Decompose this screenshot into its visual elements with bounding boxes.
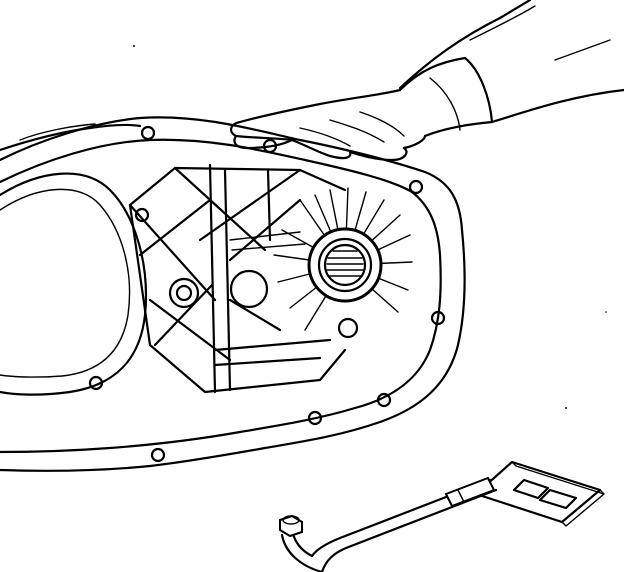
hand-back <box>230 88 402 138</box>
left-bore-opening <box>0 172 147 396</box>
bolt-hole <box>307 410 323 426</box>
boss-hole-right <box>337 317 359 339</box>
rib-lower-bar <box>213 338 332 352</box>
tool-plate-edge <box>511 461 605 527</box>
left-hand-outline <box>0 123 142 152</box>
bolt-hole <box>376 392 392 408</box>
service-tool <box>279 460 605 572</box>
boss-hole-center <box>229 269 269 309</box>
tool-shaft-top <box>310 478 492 558</box>
rib-vertical-2 <box>223 168 232 392</box>
boss-hole-left-inner <box>175 284 193 302</box>
bolt-hole <box>88 375 104 391</box>
rib-vertical-3 <box>266 168 272 242</box>
rib-diagonal-7 <box>228 198 302 262</box>
thumb <box>233 134 294 150</box>
rib-webbing <box>128 163 347 394</box>
knuckle-lines <box>299 111 405 147</box>
rib-diagonal-2 <box>138 198 212 257</box>
bolt-hole <box>150 447 166 463</box>
rib-diagonal-6 <box>198 168 302 242</box>
tool-plate-window-2 <box>538 488 578 510</box>
left-bore-lip <box>0 188 131 378</box>
boss-hole-left <box>168 277 200 309</box>
left-hand-edge <box>0 123 142 152</box>
tool-nut-top <box>282 515 300 525</box>
finger-3 <box>348 146 408 162</box>
scan-specks <box>133 45 607 409</box>
tool-grip <box>444 476 496 508</box>
rib-holes <box>168 269 359 339</box>
sleeve-edge-top <box>398 0 532 90</box>
left-hand-finger <box>19 123 96 141</box>
bolt-hole <box>134 207 150 223</box>
tool-shaft-bottom <box>320 488 498 572</box>
sleeve-fold-2 <box>554 39 611 61</box>
rib-lower-bar-2 <box>213 356 322 367</box>
rib-diagonal-8 <box>228 298 282 332</box>
finger-2 <box>290 138 352 160</box>
crankcase-cover <box>0 116 466 472</box>
bearing-mid-ring <box>317 237 373 293</box>
sleeve-cuff-inner <box>429 77 461 131</box>
bearing-spline-teeth <box>326 250 364 277</box>
cover-inner-flange <box>0 138 442 454</box>
tool-grip-band <box>457 489 465 503</box>
sleeve-edge-bottom <box>490 88 624 124</box>
bearing-inner-ring <box>323 243 367 287</box>
bolt-hole <box>140 125 156 141</box>
sleeve-fold <box>469 5 536 41</box>
rib-ledge <box>229 231 306 251</box>
bearing-housing <box>273 187 413 331</box>
rib-diagonal-4 <box>153 283 214 347</box>
rib-diagonal-5 <box>173 166 267 252</box>
rib-frame-outline <box>128 166 347 394</box>
flange-bolt-holes <box>88 125 446 463</box>
bolt-hole <box>430 310 446 326</box>
palm-heel <box>402 134 427 150</box>
bolt-hole <box>408 179 424 195</box>
hand-and-arm <box>230 0 624 162</box>
rib-vertical-1 <box>208 163 217 394</box>
finger-1 <box>234 134 294 142</box>
tool-plate-window-1 <box>512 478 550 500</box>
cover-outer-flange <box>0 116 466 472</box>
sleeve-cuff <box>398 56 494 138</box>
